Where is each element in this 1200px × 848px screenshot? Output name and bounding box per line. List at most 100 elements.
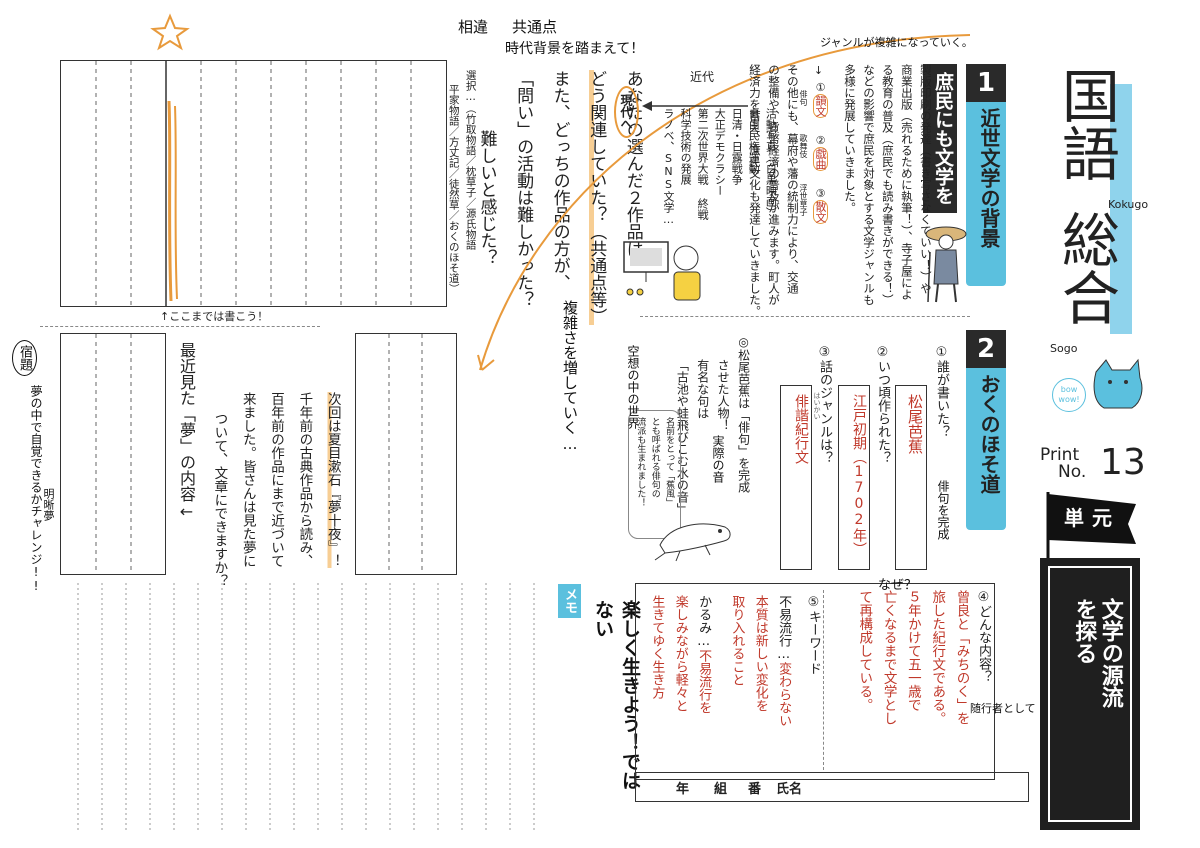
keyword-2: かるみ…不易流行を 楽しみながら軽々と 生きてゆく生き方 [645,595,715,765]
answer-grid-top[interactable] [60,60,447,307]
timeline-item: 第二次世界大戦 終戦 [696,108,710,220]
section1-line: の整備や、貨幣経済の普及が進みます。町人が [766,64,781,306]
homework-line-1: 次回は夏目漱石『夢十夜』！ [324,392,341,568]
q3-answer[interactable]: 俳諧紀行文 [780,385,812,570]
question-line-4: 「問い」の活動は難しかった？ [513,70,534,308]
genre-2: ②戯曲 [812,134,828,171]
boxed-note-line: とも呼ばれる俳句の [649,417,660,498]
homework-box-b[interactable] [355,333,457,575]
hand-note-homework: 宿題 [12,340,37,376]
select-label: 選択…（竹取物語／枕草子／源氏物語 [464,70,477,250]
section1-subtitle: 庶民にも文学を [923,64,957,213]
genre-sub: 歌舞伎 [799,134,808,158]
q2-answer[interactable]: 江戸初期（1702年） [838,385,870,570]
keyword-2-def: 不易流行を [696,649,712,714]
traveler-illustration [925,226,967,303]
unit-title-box: 文学の源流を探る [1040,558,1140,830]
section2-title: おくのほそ道 [977,374,1001,494]
hand-note-complex: 複雑さを増していく… [561,300,579,453]
flag-icon [1046,492,1136,560]
dog-illustration [1093,358,1143,409]
homework-line-2: 千年前の古典作品から読み、 [296,392,313,568]
timeline-item: 自由民権運動 [747,108,761,174]
keyword-2-term: かるみ… [696,595,712,649]
keyword-1-def: 本質は新しい変化を [752,595,768,712]
q4-answer[interactable]: 曾良と「みちのく」を 旅した紀行文である。 ５年かけて五一歳で 亡くなるまで文学… [852,590,973,770]
section1-line: その他にも、幕府や藩の統制力により、交通 [785,64,800,294]
section1-line: 多様に発展していきました。 [842,64,857,214]
memo-area[interactable] [60,583,555,833]
no-label: No. [1058,462,1087,482]
timeline-item: 科学技術の発展 [679,108,693,185]
hand-note-context: 時代背景を踏まえて！ [505,41,645,57]
hand-note-haiku: 俳句を完成 [936,480,950,540]
genre-subs: 俳句 歌舞伎 浮世草子 [798,90,809,216]
keyword-2-def: 生きてゆく生き方 [649,595,665,699]
hand-note-common: 共通点 [512,18,558,36]
brand-romaji-bottom: Sogo [1050,342,1078,355]
section1-genres: ↓ ①韻文 ②戯曲 ③散文 [812,64,838,309]
genre-3: ③散文 [812,187,828,224]
q1-answer[interactable]: 松尾芭蕉 [895,385,927,570]
question-line-3: また、どっちの作品の方が、 [549,70,570,291]
memo-lines [77,583,535,833]
hand-note-fantasy: 空想の中の世界 [626,345,640,429]
homework-title: 最近見た「夢」の内容← [177,342,196,521]
unit-title: 文学の源流を探る [1071,598,1123,708]
section1-heading: 1 近世文学の背景 [966,64,1006,286]
q4-line: 曾良と「みちのく」を [953,590,970,725]
section1-line: 経済力を蓄え、庶民文化も発達していきました。 [747,64,762,317]
memo-label: メモ [558,584,581,618]
homework-line-3: 百年前の作品にまで近づいて [268,392,285,568]
timeline-items: 活動写真（白黒映画） 自由民権運動 日清・日露戦争 大正デモクラシー 第二次世界… [660,108,779,238]
computer-illustration [623,241,701,301]
question-text: あなたの選んだ２作品は どう関連していた？（共通点等） また、どっちの作品の方が… [468,70,651,590]
hand-note-companion: 随行者として [970,702,1036,715]
note-line: 「古池や蛙飛びこむ水の音」 [675,359,690,515]
frog-illustration [654,523,731,562]
timeline-item: 日清・日露戦争 [730,108,744,185]
section1-line: などの影響で庶民を対象とする文学ジャンルも [861,64,876,306]
star-doodle-icon [150,13,190,51]
q4-line: て再構成している。 [856,590,873,712]
hand-note-difference: 相違 [458,18,489,36]
q4-line: 旅した紀行文である。 [929,590,946,725]
name-row-class: 組 [714,782,728,797]
timeline-now: 現代へ [614,86,639,138]
grid-lines [95,61,412,306]
select-works: 平家物語／方丈記／徒然草／おくのほそ道） [447,84,460,294]
homework-box-a[interactable] [60,333,166,575]
q5-label: ⑤キーワード [806,595,821,675]
select-list: 選択…（竹取物語／枕草子／源氏物語 平家物語／方丈記／徒然草／おくのほそ道） [445,70,479,310]
timeline-item: 活動写真（白黒映画） [764,108,778,218]
hand-note-real-sound: 実際の音 [711,435,725,483]
hand-note-lucid: 明晰夢 [42,488,55,521]
unit-title-frame [1048,566,1132,822]
hand-note-dream: 夢の中で自覚できるかチャレンジ!! [29,385,43,593]
timeline-item: ラノベ、SNS文学… [662,108,676,226]
brand-title-top: 国語 [1051,66,1120,182]
q4-line: ５年かけて五一歳で [904,590,921,712]
name-row[interactable]: 年 組 番 氏名 [635,772,1029,802]
genre-name: 戯曲 [813,147,828,171]
section1-line: る教育の普及（庶民でも読み書きができる！） [880,64,895,306]
boxed-note-line: 名前をとって「蕉風」 [664,417,675,507]
divider-left [40,326,320,327]
section1-number: 1 [966,64,1006,102]
section1-body2: その他にも、幕府や藩の統制力により、交通 の整備や、貨幣経済の普及が進みます。町… [745,64,802,317]
unit-flag: 単元 [1042,490,1142,560]
q4-line: 亡くなるまで文学とし [880,590,897,725]
q2-label: ②いつ頃作られた？ [875,345,890,464]
q-divider [823,590,824,770]
keyword-2-def: 楽しみながら軽々と [672,595,688,712]
name-row-year: 年 [676,782,690,797]
q3-ruby: はいかい [813,392,821,420]
section2-heading: 2 おくのほそ道 [966,330,1006,530]
section2-number: 2 [966,330,1006,368]
name-row-name: 氏名 [776,782,803,797]
hand-note-genre: ジャンルが複雑になっていく。 [820,36,973,49]
write-here-note: ↑ここまでは書こう！ [160,310,269,323]
print-label: Print [1040,445,1080,465]
genre-name: 韻文 [813,94,828,118]
section1-title: 近世文学の背景 [977,108,1001,248]
